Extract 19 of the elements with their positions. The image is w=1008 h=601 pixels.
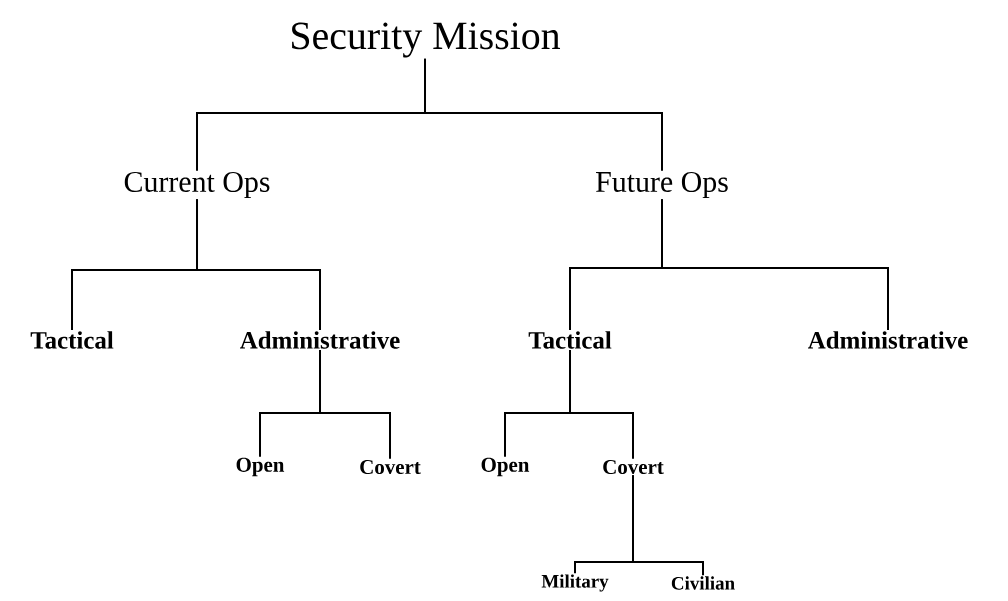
node-label: Tactical [30,331,114,349]
node-label: Tactical [528,331,612,349]
node-label: Administrative [240,331,400,349]
node-label: Future Ops [596,171,728,199]
node-label: Administrative [808,331,968,349]
connector-line [424,57,663,172]
title-text: Security Mission [292,22,560,58]
node-label: Covert [603,459,664,474]
node-label: Current Ops [124,171,270,199]
connector-line [632,474,704,577]
node-label: Military [541,574,609,592]
node-label: Covert [360,459,421,474]
node-label: Civilian [671,576,735,590]
connector-line [196,198,321,331]
connector-line [319,348,391,460]
connector-line [661,198,889,331]
node-label: Open [481,457,530,477]
connector-line [569,348,634,460]
node-label: Open [236,457,285,477]
